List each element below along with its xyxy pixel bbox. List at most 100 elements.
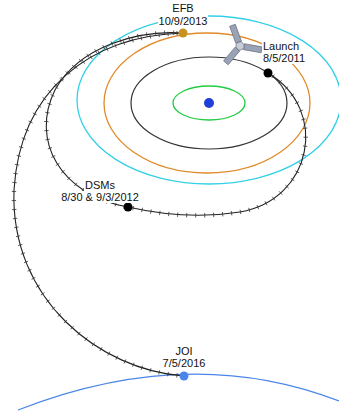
tick-mark [92, 342, 94, 346]
tick-mark [58, 314, 61, 317]
tick-mark [29, 121, 33, 123]
tick-mark [303, 127, 307, 129]
tick-mark [141, 366, 142, 370]
tick-mark [124, 359, 126, 363]
tick-mark [159, 211, 161, 215]
tick-mark [303, 145, 307, 147]
tick-mark [12, 209, 16, 210]
tick-mark [43, 97, 47, 100]
tick-mark [290, 94, 294, 97]
tick-mark [21, 253, 25, 254]
tick-mark [111, 42, 113, 46]
tick-mark [285, 185, 288, 188]
tick-mark [149, 34, 151, 38]
tick-mark [150, 209, 152, 213]
earth-orbit [131, 57, 287, 149]
outer-orbit [77, 16, 339, 184]
tick-mark [12, 182, 16, 183]
tick-mark [103, 45, 105, 49]
tick-mark [52, 307, 55, 310]
tick-mark [222, 212, 223, 216]
tick-mark [46, 300, 50, 303]
tick-mark [279, 191, 282, 194]
tick-mark [14, 227, 18, 229]
tick-mark [44, 121, 48, 122]
tick-mark [272, 197, 275, 201]
tick-mark [272, 74, 275, 78]
tick-mark [79, 59, 82, 63]
tick-mark [38, 105, 42, 107]
tick-mark [176, 31, 177, 35]
tick-mark [186, 213, 187, 217]
tick-mark [195, 213, 196, 217]
tick-mark [85, 337, 88, 341]
event-name: Launch [262, 40, 300, 52]
tick-mark [19, 147, 23, 148]
tick-mark [64, 320, 67, 323]
tick-mark [55, 86, 59, 88]
tick-mark [129, 36, 130, 40]
tick-mark [176, 373, 177, 377]
launch-marker [264, 69, 273, 78]
tick-mark [67, 71, 70, 74]
tick-mark [295, 171, 299, 173]
tick-mark [140, 36, 142, 40]
tick-mark [257, 205, 259, 209]
tick-mark [173, 30, 174, 34]
tick-mark [132, 38, 133, 42]
spacecraft-icon [213, 18, 264, 66]
tick-mark [41, 293, 45, 295]
tick-mark [240, 210, 242, 214]
tick-mark [54, 83, 57, 86]
efb-marker [179, 29, 188, 38]
dsm-marker [124, 203, 133, 212]
tick-mark [36, 285, 40, 287]
tick-mark [24, 261, 28, 263]
tick-mark [32, 277, 36, 279]
event-date: 10/9/2013 [158, 15, 209, 27]
event-date: 8/5/2011 [262, 52, 306, 64]
tick-mark [106, 47, 108, 51]
tick-mark [301, 119, 305, 120]
tick-mark [44, 130, 48, 131]
tick-mark [291, 178, 295, 181]
tick-mark [168, 212, 169, 216]
tick-mark [265, 201, 267, 205]
tick-mark [150, 368, 151, 372]
event-date: 7/5/2016 [162, 357, 207, 369]
tick-mark [25, 129, 29, 131]
tick-mark [78, 332, 81, 335]
tick-mark [13, 218, 17, 220]
joi-marker [180, 372, 189, 381]
tick-mark [299, 110, 303, 112]
tick-mark [295, 102, 299, 104]
tick-mark [158, 33, 160, 37]
tick-mark [75, 65, 78, 69]
tick-mark [13, 173, 17, 175]
tick-mark [213, 213, 214, 217]
event-name: DSMs [84, 179, 116, 191]
tick-mark [16, 235, 20, 237]
jupiter-orbit [18, 374, 339, 410]
mars-orbit [104, 33, 310, 173]
tick-mark [285, 87, 288, 90]
tick-mark [12, 200, 16, 201]
tick-mark [15, 164, 19, 166]
tick-mark [71, 326, 74, 329]
tick-mark [155, 31, 156, 35]
tick-mark [123, 41, 124, 45]
sun [204, 98, 214, 108]
tick-mark [74, 183, 77, 186]
venus-orbit [173, 86, 245, 120]
tick-mark [279, 80, 282, 83]
tick-mark [18, 244, 22, 245]
tick-mark [177, 213, 178, 217]
tick-mark [98, 51, 100, 55]
tick-mark [82, 60, 84, 64]
tick-mark [50, 95, 54, 97]
event-name: JOI [174, 345, 193, 357]
tick-mark [33, 113, 37, 115]
trajectory-leg [14, 33, 184, 376]
tick-mark [116, 356, 118, 360]
tick-mark [167, 372, 169, 376]
